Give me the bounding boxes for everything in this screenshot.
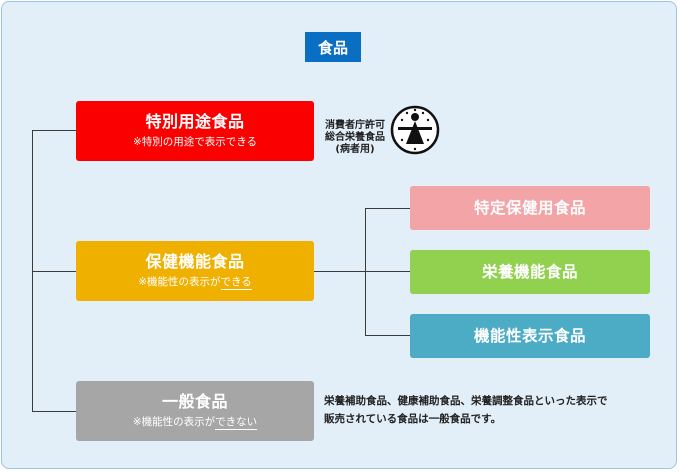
category-health-function-food: 保健機能食品 ※機能性の表示ができる bbox=[76, 241, 314, 301]
health-to-subtypes-line bbox=[314, 271, 365, 272]
subtype-label: 特定保健用食品 bbox=[473, 199, 586, 217]
category-note-text: ※機能性の表示が bbox=[132, 416, 216, 428]
general-food-note-line: 栄養補助食品、健康補助食品、栄養調整食品といった表示で bbox=[324, 395, 608, 407]
category-note: ※特別の用途で表示できる bbox=[133, 134, 257, 150]
general-food-note: 栄養補助食品、健康補助食品、栄養調整食品といった表示で 販売されている食品は一般… bbox=[324, 392, 664, 428]
category-note: ※機能性の表示ができない bbox=[132, 414, 258, 430]
diagram-title: 食品 bbox=[305, 32, 361, 62]
subtype-line-tokuho bbox=[365, 208, 410, 209]
subtype-line-nutrient bbox=[365, 271, 410, 272]
category-label: 特別用途食品 bbox=[145, 112, 245, 131]
general-food-note-line: 販売されている食品は一般食品です。 bbox=[324, 413, 502, 425]
subtype-functional-claim-food: 機能性表示食品 bbox=[410, 314, 650, 358]
subtype-line-functional bbox=[365, 335, 410, 336]
approval-mark-caption: 消費者庁許可 総合栄養食品 (病者用) bbox=[322, 120, 388, 156]
special-use-approval-mark-icon bbox=[390, 105, 440, 155]
category-note-emphasis: できない bbox=[215, 416, 258, 430]
category-note-text: ※特別の用途で表示できる bbox=[132, 136, 258, 148]
right-trunk-line bbox=[365, 208, 366, 336]
branch-line-special bbox=[32, 130, 76, 131]
category-general-food: 一般食品 ※機能性の表示ができない bbox=[76, 381, 314, 441]
category-label: 保健機能食品 bbox=[145, 252, 245, 271]
approval-mark-caption-line: 総合栄養食品 bbox=[325, 132, 385, 143]
category-label: 一般食品 bbox=[161, 392, 228, 411]
category-note: ※機能性の表示ができる bbox=[138, 274, 252, 290]
branch-line-health bbox=[32, 271, 76, 272]
category-special-use-food: 特別用途食品 ※特別の用途で表示できる bbox=[76, 101, 314, 161]
category-note-emphasis: できる bbox=[220, 276, 252, 290]
branch-line-general bbox=[32, 411, 76, 412]
subtype-nutrient-function-food: 栄養機能食品 bbox=[410, 250, 650, 294]
subtype-label: 機能性表示食品 bbox=[473, 327, 586, 345]
approval-mark-caption-line: 消費者庁許可 bbox=[325, 120, 385, 131]
category-note-text: ※機能性の表示が bbox=[138, 276, 221, 288]
subtype-tokuho: 特定保健用食品 bbox=[410, 186, 650, 230]
approval-mark-caption-line: (病者用) bbox=[335, 144, 375, 155]
subtype-label: 栄養機能食品 bbox=[481, 263, 578, 281]
